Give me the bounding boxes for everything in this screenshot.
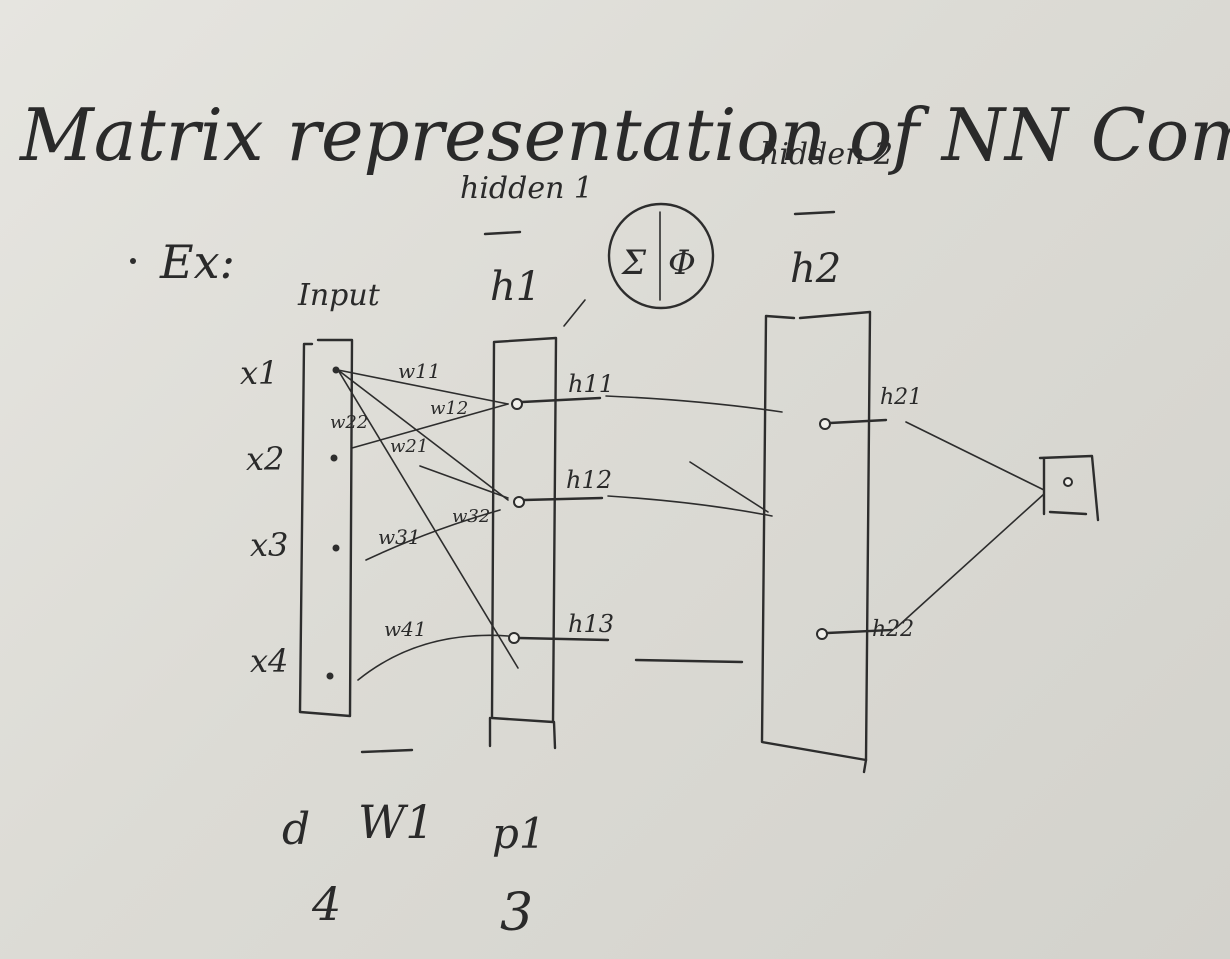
h12-label: h12 <box>566 466 612 494</box>
title: Matrix representation of NN Computations <box>18 93 1230 177</box>
hidden2-column-tail <box>862 758 868 774</box>
weight-edge <box>419 465 509 499</box>
layer-edge <box>634 658 744 664</box>
hidden1-column <box>490 336 558 724</box>
dim-d-value: 4 <box>311 877 341 931</box>
dim-p-value: 3 <box>500 883 533 943</box>
example-label: Ex: <box>159 235 235 289</box>
weight-edge <box>337 369 509 501</box>
bullet-dot <box>130 258 136 264</box>
output-box <box>1038 454 1100 522</box>
input-node <box>326 672 334 680</box>
h1-vector-label: h1 <box>490 264 541 310</box>
hidden2-node <box>819 418 831 430</box>
hidden1-node <box>508 632 520 644</box>
input-header: Input <box>297 278 381 313</box>
output-node <box>1063 477 1073 487</box>
weight-edge <box>351 403 509 449</box>
dim-d-label: d <box>282 804 310 855</box>
weight-label-w31: w31 <box>378 525 421 549</box>
output-edge <box>895 493 1045 629</box>
h11-output-line <box>520 396 602 404</box>
h22-label: h22 <box>872 617 914 642</box>
weight-label-w22: w22 <box>330 412 368 433</box>
h22-output-line <box>825 628 894 635</box>
input-node <box>332 366 340 374</box>
activation-symbol: Φ <box>668 243 696 283</box>
dim-w-label: W1 <box>358 795 435 849</box>
input-label-x3: x3 <box>250 526 288 564</box>
input-label-x2: x2 <box>246 440 284 478</box>
weight-edge <box>337 369 519 669</box>
h13-label: h13 <box>568 610 614 638</box>
h21-output-line <box>828 418 888 425</box>
input-label-x1: x1 <box>240 354 278 392</box>
hidden1-header: hidden 1 <box>460 171 593 206</box>
input-node <box>330 454 338 462</box>
weight-label-w41: w41 <box>384 617 427 641</box>
hidden2-node <box>816 628 828 640</box>
hidden2-header: hidden 2 <box>760 137 893 172</box>
hidden2-column <box>760 310 872 762</box>
layer-edge <box>607 495 773 517</box>
h13-output-line <box>517 636 610 642</box>
weight-label-w12: w12 <box>430 398 468 419</box>
weight-label-w21: w21 <box>390 436 428 457</box>
neuron-symbol-circle <box>607 202 715 310</box>
symbol-pointer <box>563 299 586 327</box>
h11-label: h11 <box>568 370 614 398</box>
weight-label-w32: w32 <box>452 506 490 527</box>
h2-overbar <box>793 210 836 216</box>
weight-label-w11: w11 <box>398 359 441 383</box>
input-node <box>332 544 340 552</box>
hidden1-node <box>513 496 525 508</box>
dim-p-label: p1 <box>492 809 546 858</box>
h2-vector-label: h2 <box>790 246 841 292</box>
output-box <box>1048 510 1088 516</box>
h12-output-line <box>522 496 604 502</box>
layer-edge <box>605 395 783 413</box>
h1-overbar <box>483 230 522 236</box>
input-column <box>298 338 354 718</box>
weight-edge <box>337 369 509 405</box>
w1-overbar <box>360 748 414 754</box>
weight-edge <box>357 634 509 681</box>
weight-edge <box>365 509 501 561</box>
hidden1-node <box>511 398 523 410</box>
h21-label: h21 <box>880 385 922 410</box>
sum-symbol: Σ <box>620 243 647 283</box>
output-edge <box>905 421 1045 491</box>
layer-edge <box>689 461 769 513</box>
input-label-x4: x4 <box>250 642 288 680</box>
hidden1-column-tail <box>552 720 557 750</box>
